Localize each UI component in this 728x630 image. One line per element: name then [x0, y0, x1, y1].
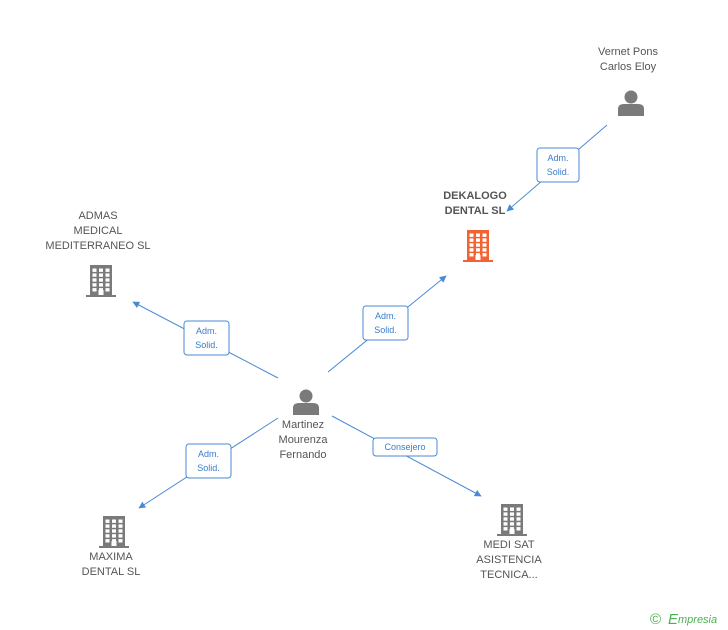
edge-vernet-dekalogo: Adm. Solid.: [506, 124, 608, 212]
edge-label-text: Adm.: [375, 311, 396, 321]
node-label: ADMAS: [78, 210, 117, 222]
edge-label-text: Solid.: [195, 340, 218, 350]
edge-label-text: Solid.: [374, 325, 397, 335]
node-label: Carlos Eloy: [600, 61, 657, 73]
person-icon: [618, 90, 644, 116]
edge-label-text: Adm.: [547, 153, 568, 163]
node-label: MEDITERRANEO SL: [45, 240, 150, 252]
brand-initial: E: [668, 611, 679, 628]
building-icon: [86, 265, 116, 297]
edge-label-box: [183, 320, 230, 356]
edge-martinez-admas: Adm. Solid.: [132, 301, 279, 379]
node-label: Martinez: [282, 419, 324, 431]
edge-label-text: Adm.: [196, 326, 217, 336]
node-label: DEKALOGO: [443, 190, 507, 202]
node-label: TECNICA...: [480, 569, 537, 581]
node-medisat[interactable]: MEDI SAT ASISTENCIA TECNICA...: [476, 504, 542, 581]
building-icon: [497, 504, 527, 536]
edge-role-label[interactable]: Adm. Solid.: [536, 147, 580, 183]
node-admas[interactable]: ADMAS MEDICAL MEDITERRANEO SL: [45, 210, 151, 297]
node-label: MEDI SAT: [483, 539, 534, 551]
edge-label-box: [372, 437, 438, 457]
edges-layer: Adm. Solid. Adm. Solid. Adm. Solid. Adm. Solid.…: [132, 124, 608, 509]
node-label: Vernet Pons: [598, 46, 658, 58]
edge-role-label[interactable]: Adm. Solid.: [362, 305, 409, 341]
edge-martinez-medisat: Consejero: [331, 415, 482, 497]
edge-label-text: Consejero: [384, 442, 425, 452]
node-label: DENTAL SL: [82, 566, 141, 578]
person-icon: [293, 389, 319, 415]
copyright-symbol: ©: [650, 611, 661, 628]
node-label: MEDICAL: [74, 225, 123, 237]
building-icon: [463, 230, 493, 262]
building-icon: [99, 516, 129, 548]
node-label: ASISTENCIA: [476, 554, 542, 566]
edge-role-label[interactable]: Adm. Solid.: [185, 443, 232, 479]
edge-role-label[interactable]: Adm. Solid.: [183, 320, 230, 356]
node-label: DENTAL SL: [445, 205, 506, 217]
edge-label-box: [185, 443, 232, 479]
edge-label-box: [362, 305, 409, 341]
brand-name: mpresia: [678, 614, 717, 626]
edge-role-label[interactable]: Consejero: [372, 437, 438, 457]
node-dekalogo[interactable]: DEKALOGO DENTAL SL: [443, 190, 507, 262]
edge-martinez-dekalogo: Adm. Solid.: [327, 275, 447, 373]
node-label: Fernando: [279, 449, 326, 461]
node-label: MAXIMA: [89, 551, 133, 563]
edge-label-text: Adm.: [198, 449, 219, 459]
node-maxima[interactable]: MAXIMA DENTAL SL: [82, 516, 141, 578]
edge-label-box: [536, 147, 580, 183]
edge-label-text: Solid.: [547, 167, 570, 177]
node-label: Mourenza: [279, 434, 329, 446]
edge-label-text: Solid.: [197, 463, 220, 473]
edge-martinez-maxima: Adm. Solid.: [138, 417, 279, 509]
